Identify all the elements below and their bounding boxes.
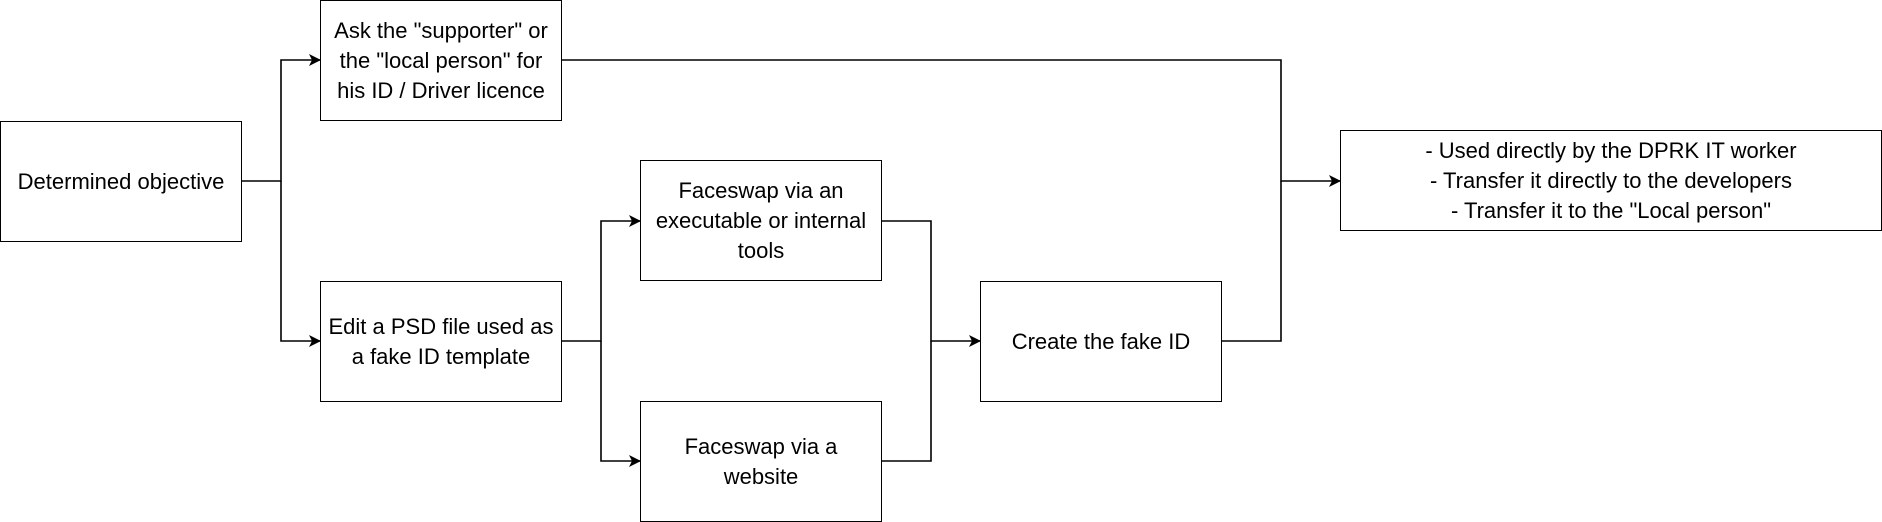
edge-edit-psd-to-faceswap-exec (561, 215, 641, 342)
node-label: - Used directly by the DPRK IT worker - … (1425, 137, 1797, 223)
node-label: Faceswap via an executable or internal t… (655, 177, 867, 263)
node-create-fake-id: Create the fake ID (980, 281, 1222, 402)
node-ask-supporter: Ask the "supporter" or the "local person… (320, 0, 562, 121)
node-determined-objective: Determined objective (0, 121, 242, 242)
edge-create-id-to-outcome (1221, 181, 1282, 342)
node-edit-psd: Edit a PSD file used as a fake ID templa… (320, 281, 562, 402)
edge-objective-to-edit-psd (280, 181, 321, 347)
node-faceswap-executable: Faceswap via an executable or internal t… (640, 160, 882, 281)
edge-edit-psd-to-faceswap-web (600, 341, 641, 467)
node-faceswap-website: Faceswap via a website (640, 401, 882, 522)
node-label: Determined objective (17, 168, 225, 194)
edge-faceswap-exec-to-create-id (881, 220, 981, 347)
node-label: Edit a PSD file used as a fake ID templa… (328, 313, 554, 369)
node-label: Create the fake ID (1011, 328, 1191, 354)
node-label: Ask the "supporter" or the "local person… (334, 17, 548, 103)
edge-ask-to-outcome (561, 59, 1341, 187)
node-label: Faceswap via a website (684, 433, 838, 489)
node-outcome: - Used directly by the DPRK IT worker - … (1340, 130, 1882, 231)
edge-faceswap-web-to-create-id (881, 341, 932, 462)
edge-objective-to-ask (241, 54, 321, 182)
